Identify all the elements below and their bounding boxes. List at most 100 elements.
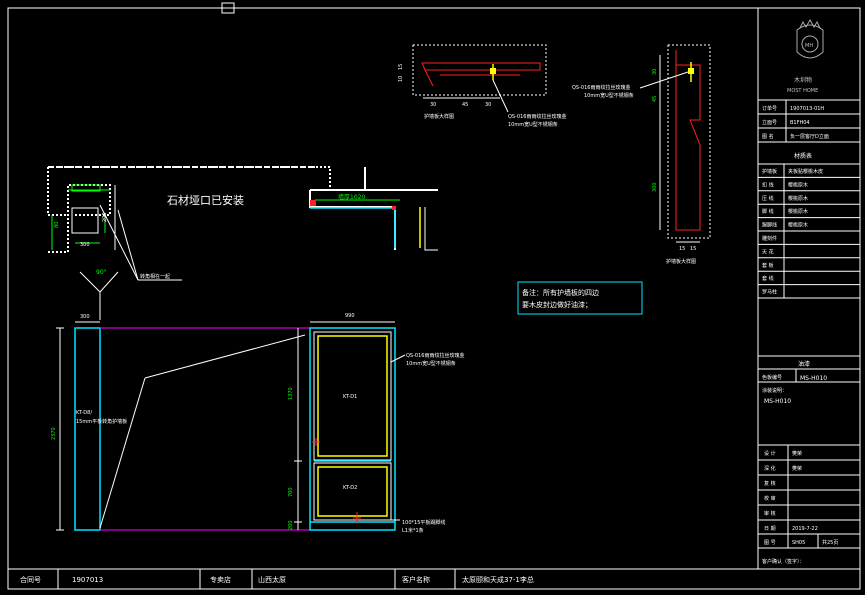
review-label: 复 核 (764, 480, 776, 487)
qs-note-d1: QS-016雨雨纹拉丝玫瑰金 (508, 113, 566, 120)
d1-dim-c: 30 (485, 102, 491, 108)
order-label: 订单号 (762, 105, 777, 112)
d1-side-a: 15 (398, 64, 404, 70)
title-block: MH 木圳物 MOST HOME 订单号 1907013-01H 立面号 B1F… (758, 18, 860, 565)
material-label: 脚 线 (762, 208, 774, 215)
plan-dim-200: 200 (102, 212, 108, 222)
elev-dim-2370: 2370 (51, 427, 57, 440)
elev-value: B1FH04 (790, 120, 810, 126)
plan-dim-300: 300 (80, 242, 90, 248)
color-label: 色板编号 (762, 374, 782, 381)
skirting-note: 100*15平板踢脚线 (402, 519, 445, 526)
paint-desc-value: MS-H010 (764, 398, 791, 405)
material-label: 扣 线 (762, 181, 774, 188)
plan-main-label: 石材垭口已安装 (167, 193, 244, 207)
angle-callout: 90° 转角相在一起 (79, 204, 182, 320)
d2-title: 护墙板大样图 (666, 258, 696, 265)
store-label: 专卖店 (210, 575, 231, 584)
client-label: 客户名称 (402, 575, 430, 584)
elev-dim-990: 990 (345, 313, 355, 319)
qs-note-d2: QS-016雨雨纹拉丝玫瑰金 (572, 84, 630, 91)
deepen-label: 深 化 (764, 465, 776, 472)
design-label: 设 计 (764, 450, 776, 457)
material-label: 天 花 (762, 248, 774, 255)
elev-dim-1370: 1370 (288, 387, 294, 400)
d1-side-b: 10 (398, 76, 404, 82)
d2-dim-a: 30 (652, 69, 658, 75)
check-label: 校 审 (764, 495, 776, 502)
remark-box: 备注：所有护墙板的四边 要木皮封边做好油漆； (517, 281, 643, 315)
elev-dim-200: 200 (288, 520, 294, 530)
outer-frame (7, 7, 861, 590)
detail-1: 30 45 30 15 10 护墙板大样图 QS-016雨雨纹拉丝玫瑰金 10m… (398, 44, 566, 128)
elev-dim-300: 300 (80, 314, 90, 320)
client-confirm: 客户确认（签字）： (762, 558, 805, 565)
material-label: 罗马柱 (762, 289, 777, 296)
kt-d8-sublabel: 15mm平板转角护墙板 (76, 418, 127, 425)
detail-2: 30 45 300 15 15 护墙板大样图 QS-016雨雨纹拉丝玫瑰金 10… (572, 44, 711, 265)
material-table: 护墙板夹板贴樱桃木皮扣 线樱桃原木压 线樱桃原木脚 线樱桃原木踢脚线樱桃原木雕刻… (758, 164, 860, 299)
elev-dim-700: 700 (288, 487, 294, 497)
material-label: 套 线 (762, 275, 774, 282)
d1-dim-a: 30 (430, 102, 436, 108)
elev-label: 立面号 (762, 119, 777, 126)
qs-note-elev-sub: 10mm宽U型不锈钢条 (406, 360, 456, 367)
d1-title: 护墙板大样图 (424, 113, 454, 120)
d2-dim-b: 45 (652, 96, 658, 102)
elevation-section: 300 990 2370 KT-D8/ 15mm平板转角护墙板 KT-D1 KT… (51, 313, 464, 534)
brand-en: MOST HOME (787, 88, 818, 94)
brand-logo: MH 木圳物 MOST HOME (787, 18, 824, 94)
material-label: 套 板 (762, 262, 774, 269)
brand-cn: 木圳物 (794, 76, 812, 84)
client-value: 太原颐和天成37-1李总 (462, 575, 534, 584)
remark-line-2: 要木皮封边做好油漆； (522, 300, 592, 309)
material-value: 樱桃原木 (788, 195, 808, 202)
material-title: 材质表 (794, 152, 812, 160)
color-value: MS-H010 (800, 375, 827, 382)
material-value: 樱桃原木 (788, 208, 808, 215)
plan-wall-dim: 墙厚1020 (338, 193, 365, 201)
qs-note-elev: QS-016雨雨纹拉丝玫瑰金 (406, 352, 464, 359)
d1-dim-b: 45 (462, 102, 468, 108)
logo-monogram: MH (805, 43, 813, 49)
sheet-value: SH05 (792, 540, 805, 546)
d2-bottom-b: 15 (690, 246, 696, 252)
qs-note-d2-sub: 10mm宽U型不锈钢条 (584, 92, 634, 99)
material-label: 护墙板 (762, 168, 777, 175)
corner-note: 转角相在一起 (140, 273, 170, 280)
plan-dim-80: 80 (54, 222, 60, 228)
material-label: 踢脚线 (762, 222, 777, 229)
plan-section: 石材垭口已安装 墙厚1020 300 200 80 (47, 166, 438, 253)
skirting-note-sub: L1米*1条 (402, 527, 424, 534)
material-value: 樱桃原木 (788, 222, 808, 229)
name-label: 图 名 (762, 133, 774, 140)
material-value: 夹板贴樱桃木皮 (788, 168, 823, 175)
date-value: 2019-7-22 (792, 526, 818, 532)
d2-dim-c: 300 (652, 182, 658, 192)
material-label: 压 线 (762, 195, 774, 202)
store-value: 山西太原 (258, 575, 286, 584)
paint-desc-label: 涂装说明： (762, 387, 787, 394)
sheet-label: 图 号 (764, 540, 776, 546)
design-value: 樊荣 (792, 450, 802, 457)
kt-d1-label: KT-D1 (343, 394, 357, 400)
contract-value: 1907013 (72, 576, 103, 584)
deepen-value: 樊荣 (792, 465, 802, 472)
kt-d8-label: KT-D8/ (76, 410, 92, 416)
qs-note-d1-sub: 10mm宽U型不锈钢条 (508, 121, 558, 128)
audit-label: 审 核 (764, 510, 776, 517)
material-label: 雕刻件 (762, 235, 777, 242)
date-label: 日 期 (764, 526, 776, 532)
footer-bar: 合同号 1907013 专卖店 山西太原 客户名称 太原颐和天成37-1李总 (20, 569, 534, 589)
d2-bottom-a: 15 (679, 246, 685, 252)
pages-value: 共25页 (822, 539, 838, 546)
paint-title: 油漆 (798, 360, 810, 368)
remark-line-1: 备注：所有护墙板的四边 (522, 288, 599, 297)
order-value: 1907013-01H (790, 106, 824, 112)
name-value: 负一层客厅D立面 (790, 133, 829, 140)
material-value: 樱桃原木 (788, 181, 808, 188)
contract-label: 合同号 (20, 575, 41, 584)
kt-d2-label: KT-D2 (343, 485, 357, 491)
